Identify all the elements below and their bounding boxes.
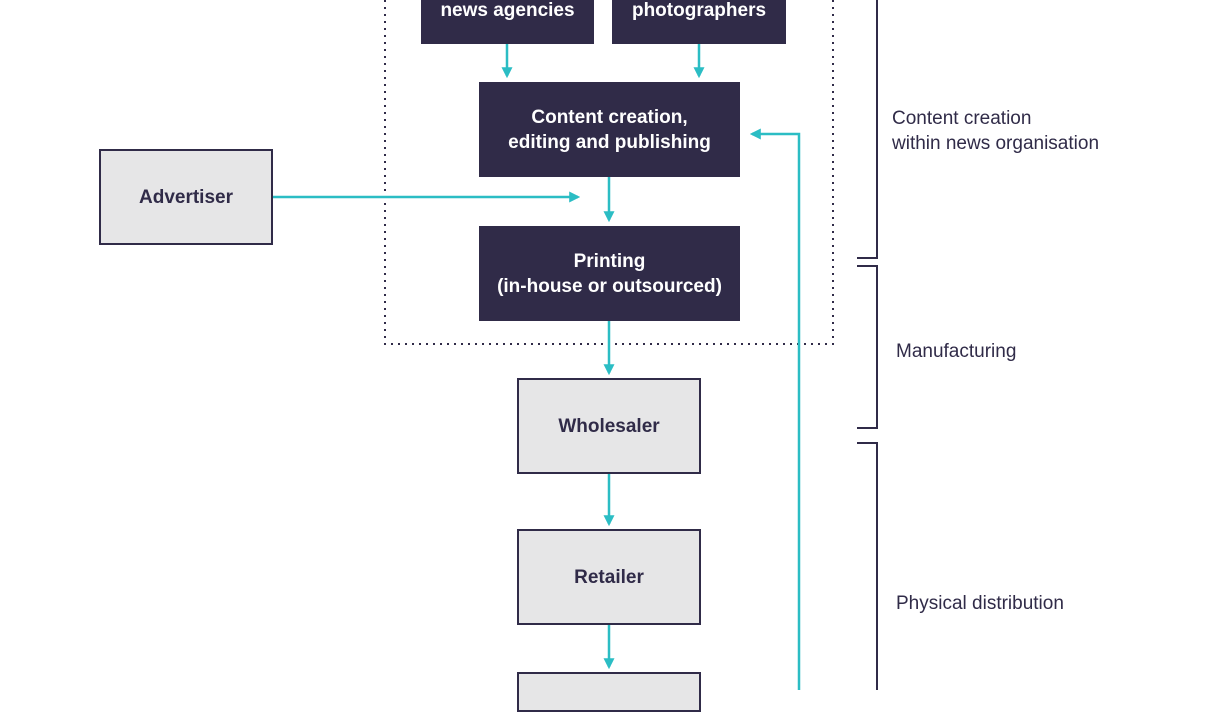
flow-connectors: [273, 0, 878, 690]
next-stage-box: [517, 672, 701, 712]
bracket-manufacturing: [857, 265, 878, 429]
printing-box: Printing (in-house or outsourced): [479, 226, 740, 321]
arrow-feedback-to-content: [749, 128, 801, 690]
stage-label-content-creation: Content creation within news organisatio…: [892, 108, 1100, 154]
stage-label-physical-distribution: Physical distribution: [896, 593, 1064, 614]
printing-label: Printing (in-house or outsourced): [497, 250, 722, 297]
photographers-label: photographers: [631, 0, 767, 21]
retailer-box: Retailer: [517, 529, 701, 625]
photographers-box: photographers: [612, 0, 786, 44]
news-agencies-box: news agencies: [421, 0, 594, 44]
retailer-label: Retailer: [574, 566, 644, 588]
news-agencies-label: news agencies: [440, 0, 575, 21]
advertiser-label: Advertiser: [139, 186, 233, 208]
bracket-physical-distribution: [857, 442, 878, 690]
bracket-content-creation: [857, 0, 878, 259]
advertiser-box: Advertiser: [99, 149, 273, 245]
stage-label-manufacturing: Manufacturing: [896, 341, 1017, 362]
content-creation-box: Content creation, editing and publishing: [479, 82, 740, 177]
wholesaler-box: Wholesaler: [517, 378, 701, 474]
content-creation-label: Content creation, editing and publishing: [508, 106, 711, 153]
wholesaler-label: Wholesaler: [558, 415, 660, 437]
